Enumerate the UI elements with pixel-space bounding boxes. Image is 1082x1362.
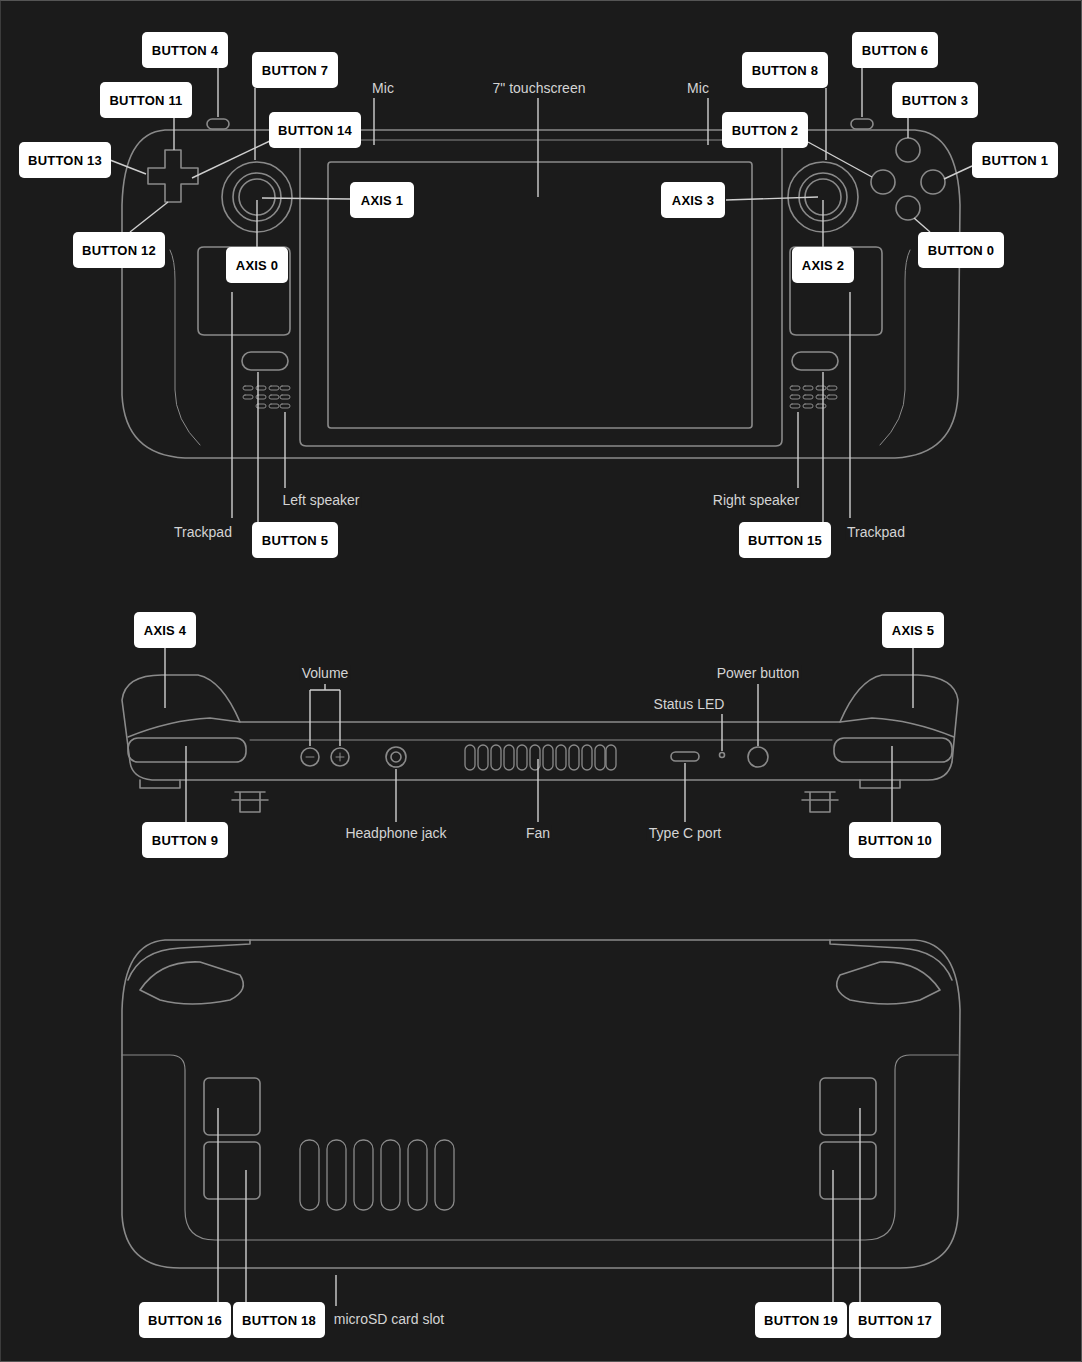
callout-number: BUTTON 1 [982,153,1048,168]
callout-number: BUTTON 6 [862,43,928,58]
callout-box: BUTTON 1 [972,142,1058,178]
callout-number: BUTTON 10 [858,833,932,848]
callout-number: BUTTON 17 [858,1313,932,1328]
callout-number: AXIS 0 [236,258,278,273]
callout-box: BUTTON 15 [739,522,831,558]
callout-box: BUTTON 8 [742,52,828,88]
callout-box: AXIS 1 [350,182,414,218]
callout-number: BUTTON 3 [902,93,968,108]
callout-box: BUTTON 17 [849,1302,941,1338]
callout-number: BUTTON 18 [242,1313,316,1328]
callout-box: BUTTON 4 [142,32,228,68]
callout-box: BUTTON 10 [849,822,941,858]
callout-box: BUTTON 16 [139,1302,231,1338]
callout-box: AXIS 2 [792,247,854,283]
callout-box: AXIS 3 [661,182,725,218]
callout-number: AXIS 3 [672,193,714,208]
callout-box: BUTTON 7 [252,52,338,88]
part-label: Right speaker [711,492,801,508]
callout-number: BUTTON 16 [148,1313,222,1328]
callout-number: BUTTON 15 [748,533,822,548]
callout-number: BUTTON 4 [152,43,218,58]
callout-number: BUTTON 5 [262,533,328,548]
callout-box: BUTTON 11 [100,82,192,118]
part-label: Power button [715,665,802,681]
part-label: Mic [685,80,711,96]
callout-number: BUTTON 7 [262,63,328,78]
callout-box: AXIS 5 [882,612,944,648]
part-label: Fan [524,825,552,841]
callout-box: BUTTON 19 [755,1302,847,1338]
callout-box: BUTTON 12 [73,232,165,268]
callout-number: BUTTON 9 [152,833,218,848]
callout-number: BUTTON 11 [109,93,182,108]
callout-number: BUTTON 2 [732,123,798,138]
callout-box: BUTTON 9 [142,822,228,858]
part-label: Trackpad [845,524,907,540]
callout-box: AXIS 4 [134,612,196,648]
callout-number: AXIS 1 [361,193,403,208]
part-label: 7" touchscreen [491,80,588,96]
callout-number: BUTTON 13 [28,153,102,168]
callout-number: AXIS 2 [802,258,844,273]
callout-box: AXIS 0 [226,247,288,283]
callout-number: BUTTON 8 [752,63,818,78]
part-label: microSD card slot [332,1311,446,1327]
leader-lines [110,68,972,1306]
callout-number: AXIS 5 [892,623,934,638]
callout-box: BUTTON 6 [852,32,938,68]
callout-number: BUTTON 0 [928,243,994,258]
callout-box: BUTTON 0 [918,232,1004,268]
part-label: Left speaker [280,492,361,508]
part-label: Mic [370,80,396,96]
callout-box: BUTTON 13 [19,142,111,178]
part-label: Trackpad [172,524,234,540]
part-label: Status LED [652,696,727,712]
callout-number: BUTTON 14 [278,123,352,138]
callout-number: BUTTON 12 [82,243,156,258]
callout-number: AXIS 4 [144,623,186,638]
callout-number: BUTTON 19 [764,1313,838,1328]
part-label: Headphone jack [343,825,448,841]
callout-box: BUTTON 3 [892,82,978,118]
callout-box: BUTTON 2 [722,112,808,148]
callout-box: BUTTON 18 [233,1302,325,1338]
callout-box: BUTTON 14 [269,112,361,148]
callout-box: BUTTON 5 [252,522,338,558]
part-label: Volume [300,665,351,681]
part-label: Type C port [647,825,723,841]
